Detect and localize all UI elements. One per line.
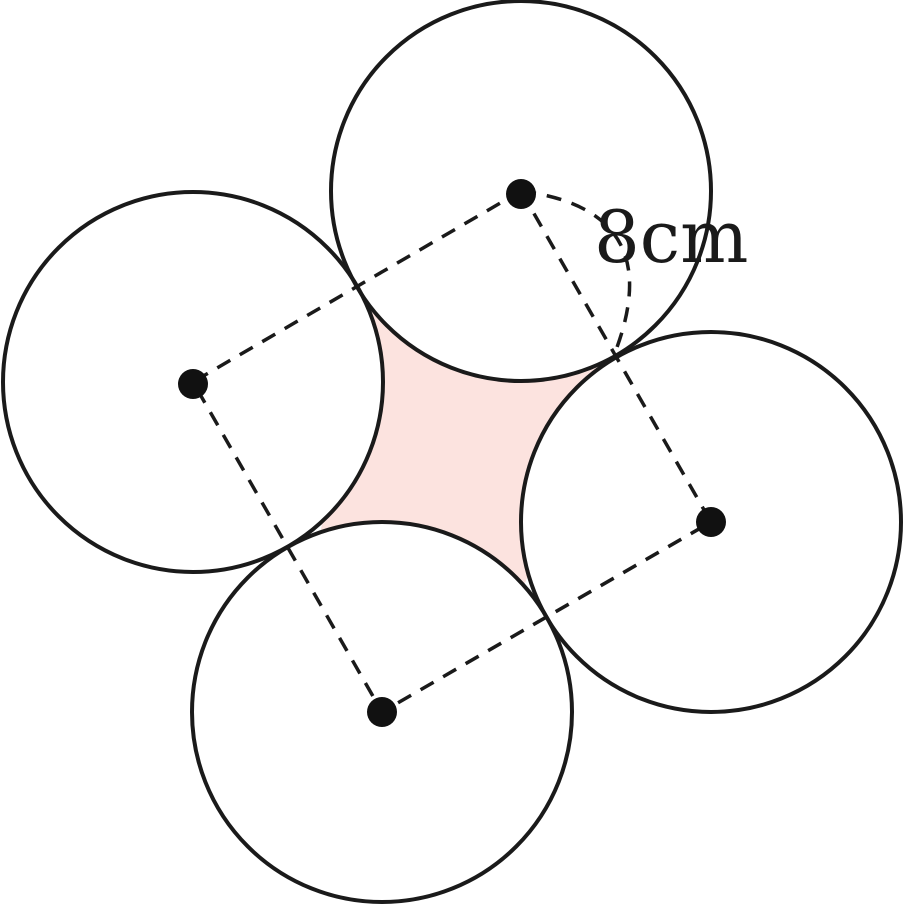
center-dots bbox=[178, 179, 726, 727]
radius-arc-dashed bbox=[520, 189, 632, 351]
center-dot-bottom bbox=[367, 697, 397, 727]
circle-top bbox=[329, 0, 713, 383]
radius-label: 8cm bbox=[594, 195, 748, 279]
circle-right bbox=[519, 330, 903, 714]
center-dot-right bbox=[696, 507, 726, 537]
circle-bottom bbox=[190, 520, 574, 904]
center-dot-top bbox=[506, 179, 536, 209]
circle-left bbox=[1, 190, 385, 574]
center-dot-left bbox=[178, 369, 208, 399]
